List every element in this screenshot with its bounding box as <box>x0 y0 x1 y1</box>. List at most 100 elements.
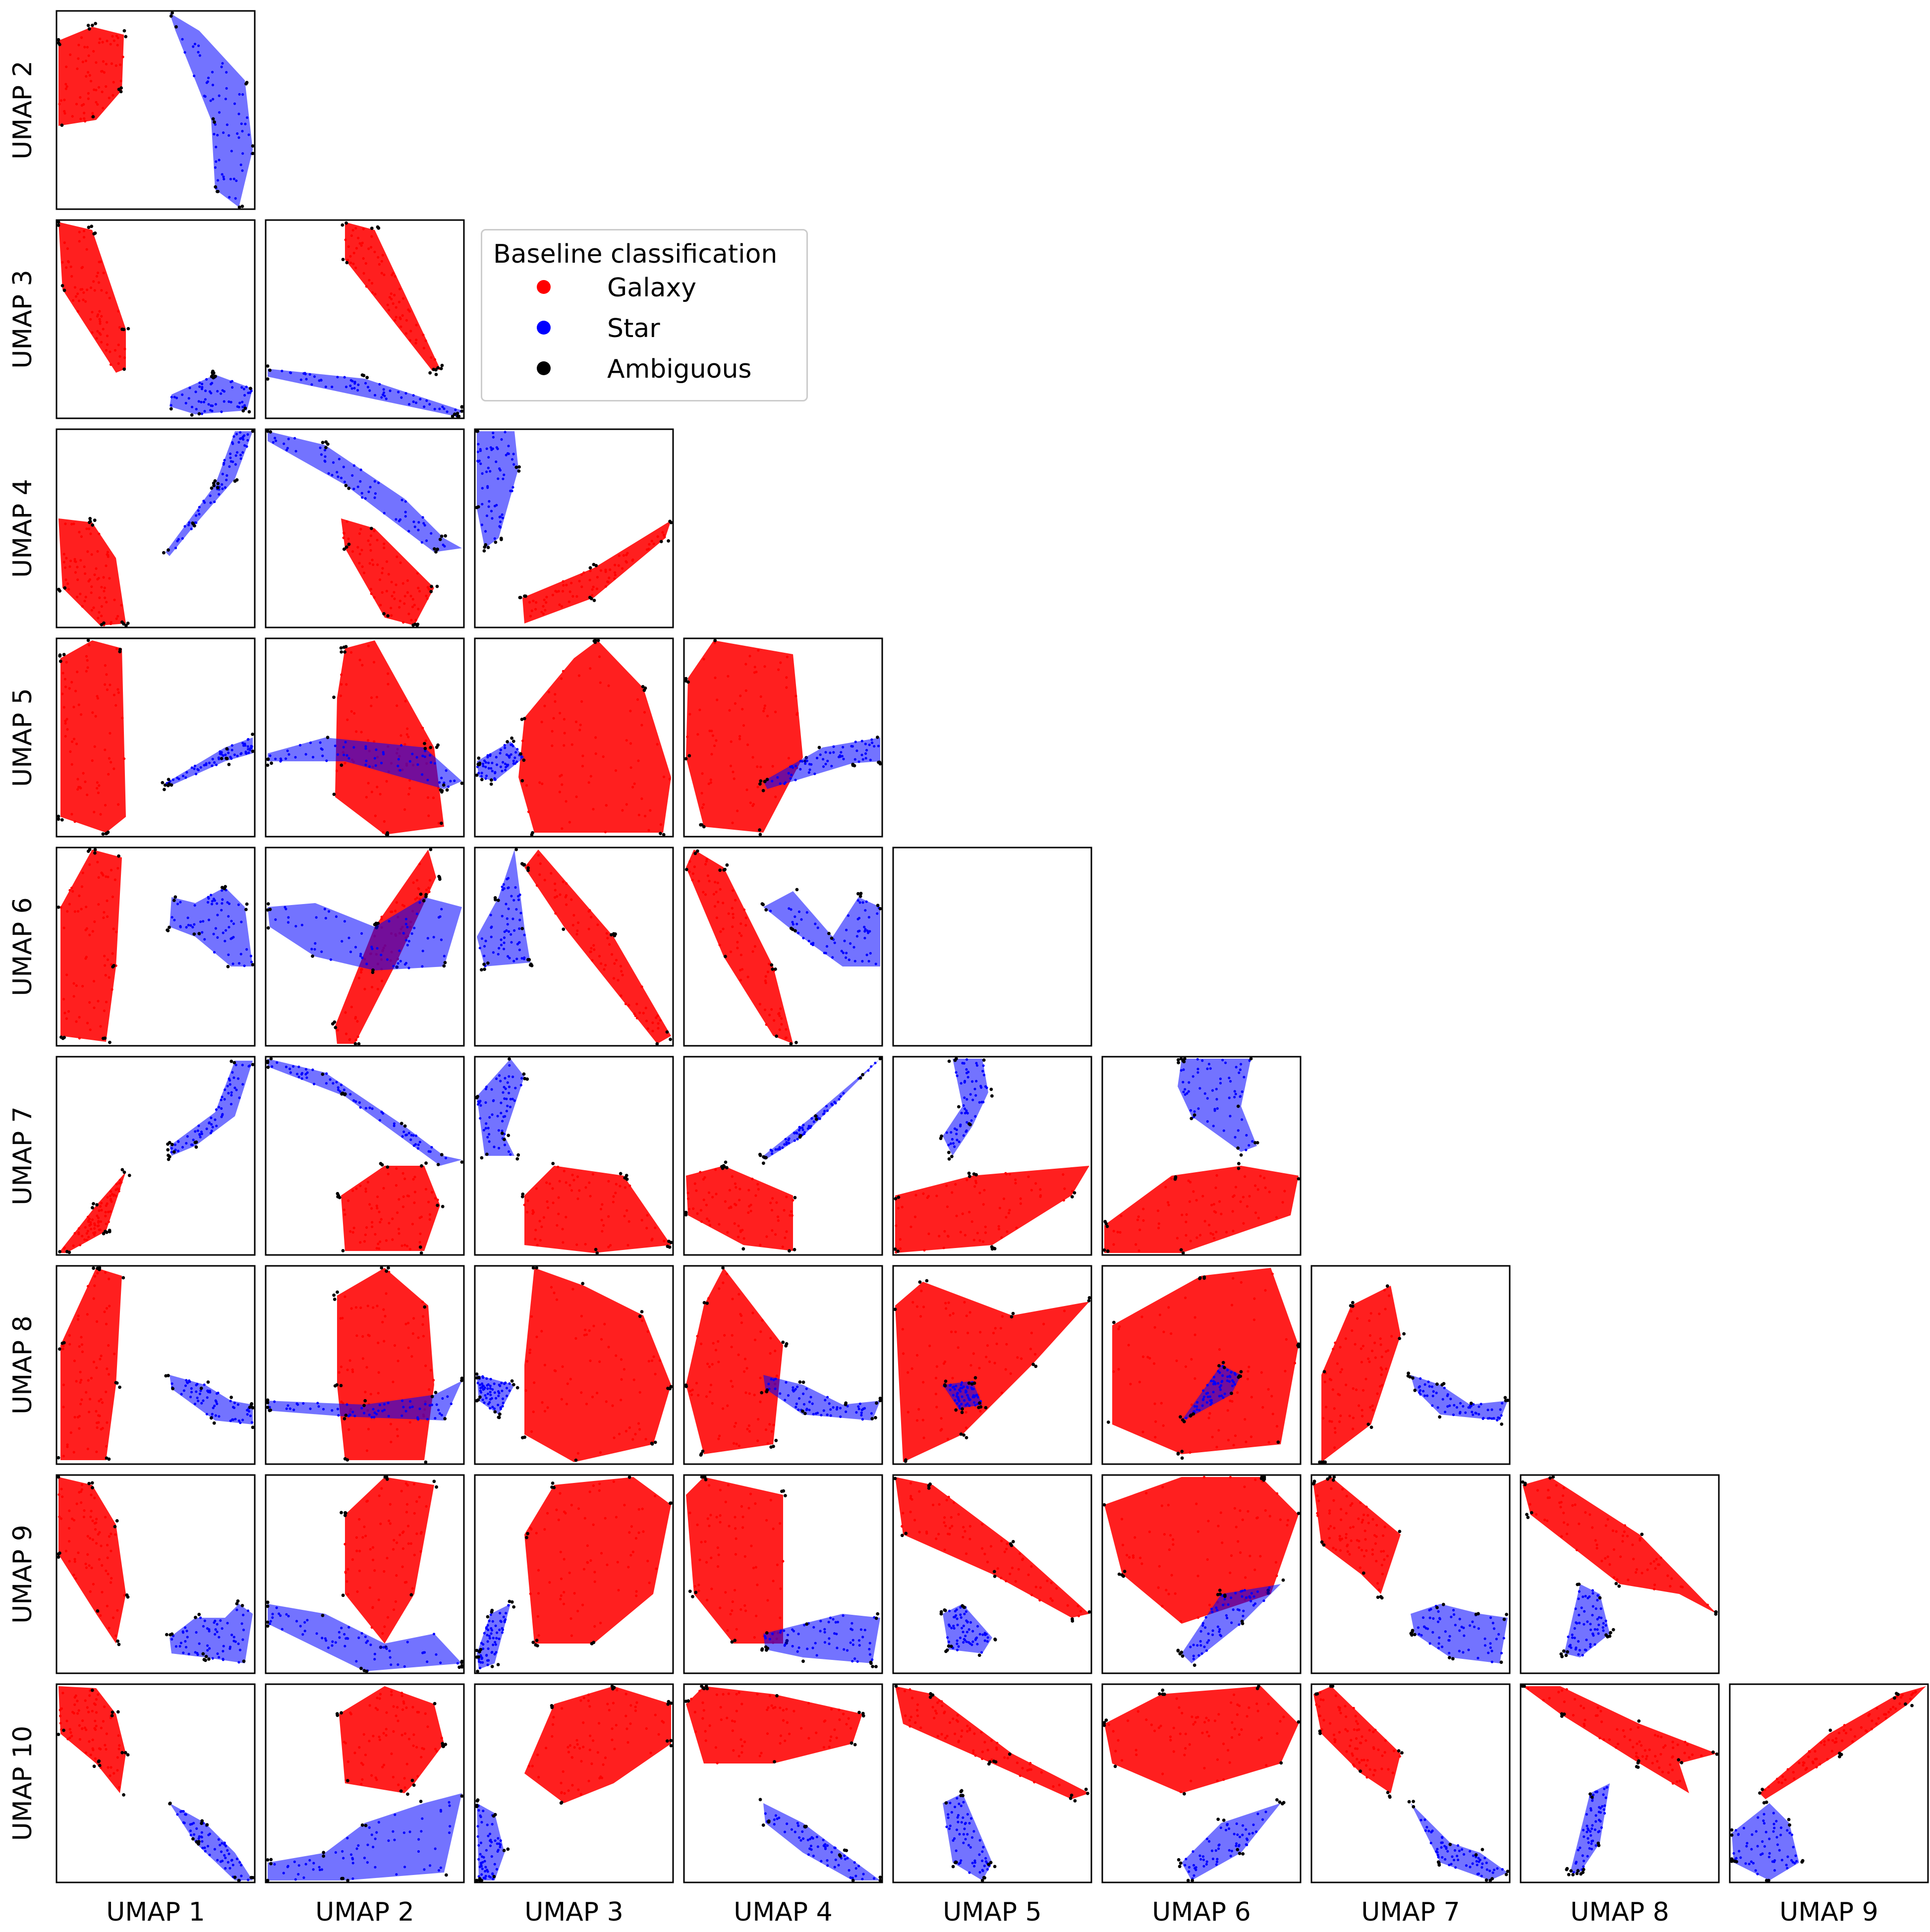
ambiguous-point <box>1192 1412 1195 1416</box>
galaxy-point <box>1371 1409 1374 1412</box>
star-point <box>499 1612 502 1615</box>
galaxy-point <box>634 1014 637 1017</box>
galaxy-point <box>405 319 408 322</box>
galaxy-point <box>777 1219 780 1222</box>
galaxy-point <box>95 1320 99 1323</box>
galaxy-point <box>403 602 406 605</box>
galaxy-point <box>537 1592 540 1595</box>
galaxy-point <box>363 988 366 991</box>
star-point <box>446 410 449 413</box>
star-point <box>493 777 496 780</box>
galaxy-point <box>100 315 103 318</box>
galaxy-point <box>417 1336 420 1339</box>
star-point <box>1231 1379 1234 1382</box>
star-point <box>293 437 296 440</box>
star-point <box>764 1637 767 1640</box>
galaxy-point <box>565 894 568 897</box>
ambiguous-point <box>624 1174 628 1178</box>
star-point <box>489 1384 492 1387</box>
star-point <box>198 506 201 509</box>
galaxy-point <box>420 1531 423 1534</box>
ambiguous-point <box>1010 1315 1014 1319</box>
star-point <box>965 1404 967 1407</box>
galaxy-point <box>734 1421 738 1424</box>
star-point <box>211 1657 214 1660</box>
galaxy-point <box>349 1230 352 1233</box>
galaxy-point <box>1352 1417 1355 1420</box>
star-point <box>1196 1401 1199 1404</box>
galaxy-point <box>540 721 543 724</box>
galaxy-point <box>704 893 707 896</box>
star-point <box>274 437 277 440</box>
star-point <box>318 379 321 382</box>
star-point <box>377 1409 380 1412</box>
galaxy-point <box>716 1565 720 1568</box>
star-point <box>792 1386 795 1389</box>
ambiguous-point <box>120 327 124 331</box>
star-point <box>214 1118 217 1121</box>
galaxy-point <box>622 554 625 557</box>
galaxy-point <box>353 712 356 715</box>
galaxy-point <box>756 786 759 789</box>
ambiguous-point <box>445 788 449 792</box>
galaxy-point <box>94 1528 97 1531</box>
galaxy-point <box>759 1400 762 1403</box>
star-point <box>383 511 386 514</box>
star-point <box>480 523 484 526</box>
star-point <box>1206 1391 1209 1395</box>
galaxy-point <box>406 1484 409 1487</box>
ambiguous-point <box>774 1438 778 1442</box>
ambiguous-point <box>321 441 325 445</box>
ambiguous-point <box>173 895 177 899</box>
star-point <box>767 1382 770 1385</box>
star-point <box>508 1075 511 1078</box>
galaxy-point <box>588 1490 591 1493</box>
ambiguous-point <box>665 1030 669 1034</box>
galaxy-point <box>629 742 632 745</box>
galaxy-point <box>359 1184 362 1187</box>
galaxy-point <box>99 1220 103 1223</box>
galaxy-point <box>718 1287 721 1290</box>
galaxy-point <box>917 1408 920 1411</box>
galaxy-point <box>548 1581 551 1584</box>
star-point <box>250 1421 253 1424</box>
star-point <box>174 1645 177 1648</box>
star-point <box>305 1068 308 1071</box>
galaxy-point <box>93 1496 96 1499</box>
star-point <box>856 917 859 920</box>
galaxy-point <box>1232 1195 1235 1198</box>
galaxy-point <box>1368 1334 1371 1337</box>
galaxy-point <box>738 735 741 738</box>
ambiguous-point <box>324 440 328 444</box>
galaxy-point <box>350 651 353 654</box>
star-point <box>204 389 207 393</box>
star-point <box>352 746 355 749</box>
star-point <box>956 1392 959 1395</box>
ambiguous-point <box>343 1457 347 1461</box>
star-point <box>834 1102 837 1105</box>
star-point <box>321 1637 324 1640</box>
ambiguous-point <box>57 906 60 909</box>
star-point <box>285 1407 288 1410</box>
star-point <box>498 1637 501 1641</box>
galaxy-point <box>394 1600 397 1603</box>
ambiguous-point <box>270 761 273 765</box>
galaxy-point <box>62 1345 65 1348</box>
ambiguous-point <box>518 596 522 599</box>
star-point <box>198 512 201 515</box>
ambiguous-point <box>758 828 761 832</box>
galaxy-point <box>86 1313 89 1316</box>
galaxy-point <box>381 979 384 982</box>
ambiguous-point <box>266 1401 270 1405</box>
ambiguous-point <box>494 540 498 544</box>
galaxy-point <box>557 590 560 593</box>
star-point <box>490 926 493 929</box>
star-point <box>357 1636 360 1639</box>
star-point <box>832 1406 835 1409</box>
galaxy-point <box>784 1036 787 1039</box>
star-point <box>327 1646 330 1649</box>
star-point <box>848 958 851 962</box>
galaxy-point <box>1146 1356 1149 1359</box>
galaxy-point <box>921 1419 924 1421</box>
galaxy-point <box>77 44 80 47</box>
